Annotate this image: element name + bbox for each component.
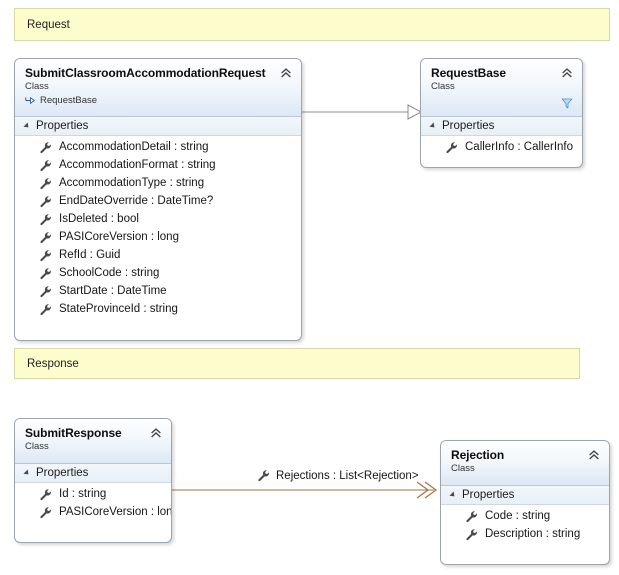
member-row[interactable]: StateProvinceId : string (15, 300, 301, 318)
class-title: RequestBase (431, 66, 506, 80)
response-banner-label: Response (27, 357, 79, 370)
members-list: AccommodationDetail : string Accommodati… (15, 136, 301, 323)
compartment-header-properties[interactable]: Properties (441, 486, 609, 505)
association-arrowhead-outer (416, 481, 430, 499)
wrench-icon (258, 470, 269, 482)
collapse-chevron-icon[interactable] (279, 66, 293, 80)
member-label: AccommodationDetail : string (59, 141, 209, 153)
expander-triangle-icon[interactable] (429, 122, 437, 130)
member-label: RefId : Guid (59, 249, 121, 261)
member-row[interactable]: AccommodationType : string (15, 174, 301, 192)
class-base-label: RequestBase (40, 95, 98, 106)
member-row[interactable]: IsDeleted : bool (15, 210, 301, 228)
collapse-chevron-icon[interactable] (560, 66, 574, 80)
member-label: CallerInfo : CallerInfo (465, 141, 574, 153)
member-label: IsDeleted : bool (59, 213, 139, 225)
class-title: Rejection (451, 448, 505, 462)
class-title: SubmitResponse (25, 426, 122, 440)
association-label-text: Rejections : List<Rejection> (276, 469, 419, 482)
class-box-submit-classroom-accommodation-request[interactable]: SubmitClassroomAccommodationRequest Clas… (14, 58, 302, 341)
request-banner-label: Request (27, 18, 70, 31)
association-arrowhead-inner (424, 481, 438, 499)
wrench-icon (40, 506, 51, 518)
class-stereotype: Class (25, 81, 49, 92)
class-header: SubmitClassroomAccommodationRequest Clas… (15, 59, 301, 117)
expander-triangle-icon[interactable] (23, 122, 31, 130)
member-row[interactable]: Id : string (15, 485, 171, 503)
wrench-icon (466, 510, 477, 522)
member-row[interactable]: AccommodationDetail : string (15, 138, 301, 156)
member-row[interactable]: PASICoreVersion : long (15, 228, 301, 246)
member-row[interactable]: Code : string (441, 507, 609, 525)
member-row[interactable]: StartDate : DateTime (15, 282, 301, 300)
inheritance-connector[interactable] (300, 100, 424, 124)
wrench-icon (40, 141, 51, 153)
member-row[interactable]: PASICoreVersion : long (15, 503, 171, 521)
collapse-chevron-icon[interactable] (149, 426, 163, 440)
wrench-icon (446, 141, 457, 153)
member-label: EndDateOverride : DateTime? (59, 195, 214, 207)
class-box-rejection[interactable]: Rejection Class Properties Code : string… (440, 440, 610, 565)
member-label: StateProvinceId : string (59, 303, 178, 315)
members-list: Code : string Description : string (441, 505, 609, 548)
wrench-icon (40, 195, 51, 207)
member-label: AccommodationType : string (59, 177, 205, 189)
member-row[interactable]: Description : string (441, 525, 609, 543)
expander-triangle-icon[interactable] (449, 491, 457, 499)
wrench-icon (40, 231, 51, 243)
wrench-icon (40, 267, 51, 279)
wrench-icon (40, 285, 51, 297)
class-stereotype: Class (451, 463, 475, 474)
inheritance-arrowhead (407, 104, 423, 120)
class-stereotype: Class (25, 441, 49, 452)
member-label: AccommodationFormat : string (59, 159, 216, 171)
class-box-submit-response[interactable]: SubmitResponse Class Properties Id : str… (14, 418, 172, 543)
member-label: Id : string (59, 488, 107, 500)
member-label: PASICoreVersion : long (59, 506, 172, 518)
compartment-header-properties[interactable]: Properties (421, 117, 582, 136)
members-list: Id : string PASICoreVersion : long (15, 483, 171, 526)
compartment-label: Properties (462, 489, 515, 501)
wrench-icon (466, 528, 477, 540)
association-label: Rejections : List<Rejection> (257, 469, 419, 482)
member-label: Description : string (485, 528, 581, 540)
compartment-header-properties[interactable]: Properties (15, 117, 301, 136)
member-label: Code : string (485, 510, 551, 522)
class-header: Rejection Class (441, 441, 609, 486)
class-box-request-base[interactable]: RequestBase Class Properties CallerInfo … (420, 58, 583, 168)
wrench-icon (40, 213, 51, 225)
compartment-label: Properties (442, 120, 495, 132)
class-header: SubmitResponse Class (15, 419, 171, 464)
member-row[interactable]: RefId : Guid (15, 246, 301, 264)
class-header: RequestBase Class (421, 59, 582, 117)
compartment-header-properties[interactable]: Properties (15, 464, 171, 483)
class-base-type: RequestBase (25, 94, 291, 107)
class-title: SubmitClassroomAccommodationRequest (25, 66, 266, 80)
wrench-icon (40, 177, 51, 189)
wrench-icon (40, 249, 51, 261)
class-stereotype: Class (431, 81, 455, 92)
request-banner[interactable]: Request (14, 8, 610, 41)
association-connector[interactable] (172, 478, 444, 502)
compartment-label: Properties (36, 120, 89, 132)
member-row[interactable]: AccommodationFormat : string (15, 156, 301, 174)
collapse-chevron-icon[interactable] (587, 448, 601, 462)
compartment-label: Properties (36, 467, 89, 479)
member-row[interactable]: EndDateOverride : DateTime? (15, 192, 301, 210)
member-label: StartDate : DateTime (59, 285, 167, 297)
member-label: SchoolCode : string (59, 267, 160, 279)
member-row[interactable]: CallerInfo : CallerInfo (421, 138, 582, 156)
wrench-icon (40, 303, 51, 315)
wrench-icon (40, 159, 51, 171)
expander-triangle-icon[interactable] (23, 469, 31, 477)
member-label: PASICoreVersion : long (59, 231, 179, 243)
inheritance-arrow-icon (25, 96, 36, 105)
member-row[interactable]: SchoolCode : string (15, 264, 301, 282)
wrench-icon (40, 488, 51, 500)
response-banner[interactable]: Response (14, 348, 580, 379)
members-list: CallerInfo : CallerInfo (421, 136, 582, 161)
filter-icon[interactable] (561, 97, 573, 110)
